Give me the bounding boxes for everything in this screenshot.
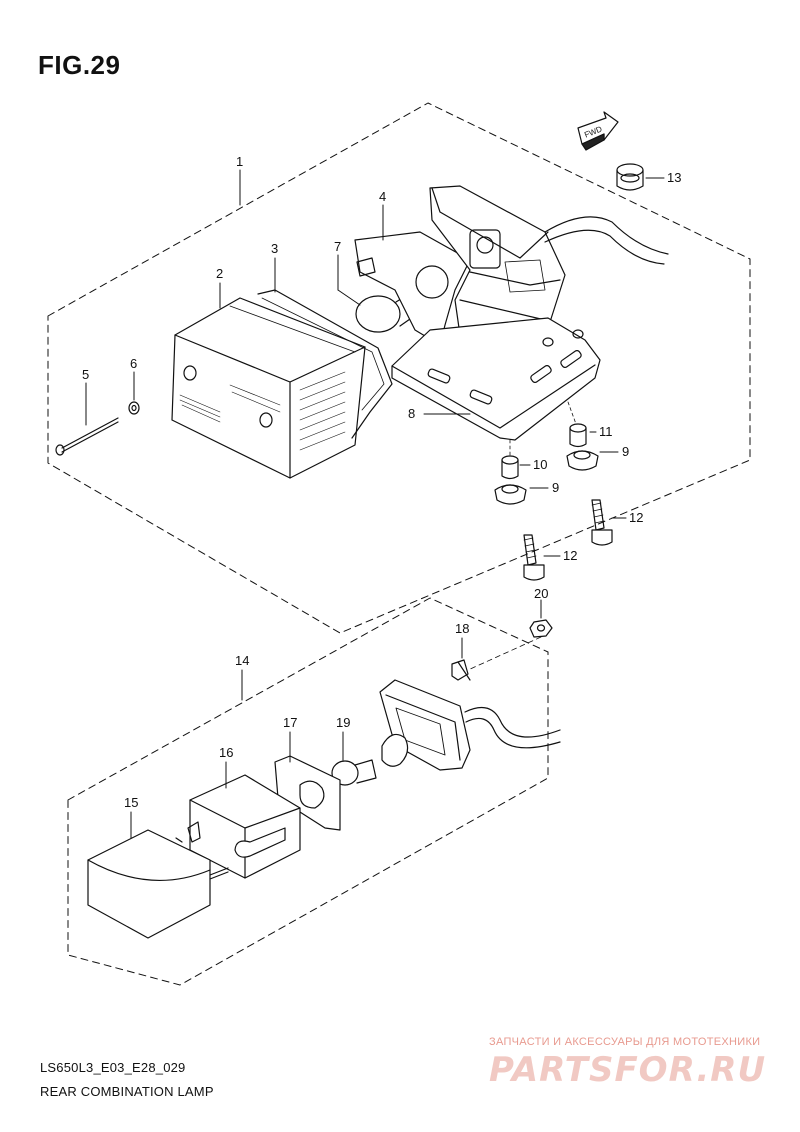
diagram-code: LS650L3_E03_E28_029 <box>40 1060 186 1075</box>
callout-12-upper: 12 <box>629 510 643 525</box>
callout-9-upper: 9 <box>622 444 629 459</box>
callout-14: 14 <box>235 653 249 668</box>
callout-15: 15 <box>124 795 138 810</box>
watermark-tagline: ЗАПЧАСТИ И АКСЕССУАРЫ ДЛЯ МОТОТЕХНИКИ <box>489 1036 761 1048</box>
callout-2: 2 <box>216 266 223 281</box>
callout-3: 3 <box>271 241 278 256</box>
part-20-nut <box>467 619 553 671</box>
callout-13: 13 <box>667 170 681 185</box>
part-5-screw <box>55 417 119 456</box>
part-3-gasket <box>257 289 393 439</box>
callout-17: 17 <box>283 715 297 730</box>
part-9-grommet-upper <box>566 450 599 471</box>
callout-6: 6 <box>130 356 137 371</box>
figure-title: FIG.29 <box>38 50 121 80</box>
part-12-bolt-lower <box>523 534 545 581</box>
callout-16: 16 <box>219 745 233 760</box>
part-10-spacer <box>501 439 519 480</box>
license-lamp-housing <box>379 679 561 771</box>
fwd-arrow-icon: FWD <box>577 111 619 151</box>
part-15-lens <box>87 829 229 939</box>
watermark-logo: PARTSFOR.RU <box>489 1050 767 1090</box>
callout-5: 5 <box>82 367 89 382</box>
callout-8: 8 <box>408 406 415 421</box>
part-18-bolt <box>451 659 471 681</box>
callout-4: 4 <box>379 189 386 204</box>
assembly-1-boundary <box>47 102 751 634</box>
callout-19: 19 <box>336 715 350 730</box>
part-8-bracket <box>391 317 601 441</box>
callout-20: 20 <box>534 586 548 601</box>
callout-18: 18 <box>455 621 469 636</box>
part-11-spacer <box>567 401 587 448</box>
leader-lines <box>85 169 665 839</box>
callout-9-lower: 9 <box>552 480 559 495</box>
part-16-bracket <box>187 774 301 879</box>
assembly-14-boundary <box>67 597 549 986</box>
part-6-washer <box>128 401 140 415</box>
part-2-lens <box>171 297 366 479</box>
part-9-grommet-lower <box>494 484 527 505</box>
part-13-grommet <box>616 163 644 191</box>
callout-11: 11 <box>599 424 613 439</box>
part-12-bolt-upper <box>591 499 613 546</box>
callout-12-lower: 12 <box>563 548 577 563</box>
callout-labels: 1 2 3 4 5 6 7 8 9 9 10 11 12 12 13 14 15… <box>82 154 681 810</box>
callout-7: 7 <box>334 239 341 254</box>
callout-1: 1 <box>236 154 243 169</box>
diagram-name: REAR COMBINATION LAMP <box>40 1084 214 1099</box>
callout-10: 10 <box>533 457 547 472</box>
